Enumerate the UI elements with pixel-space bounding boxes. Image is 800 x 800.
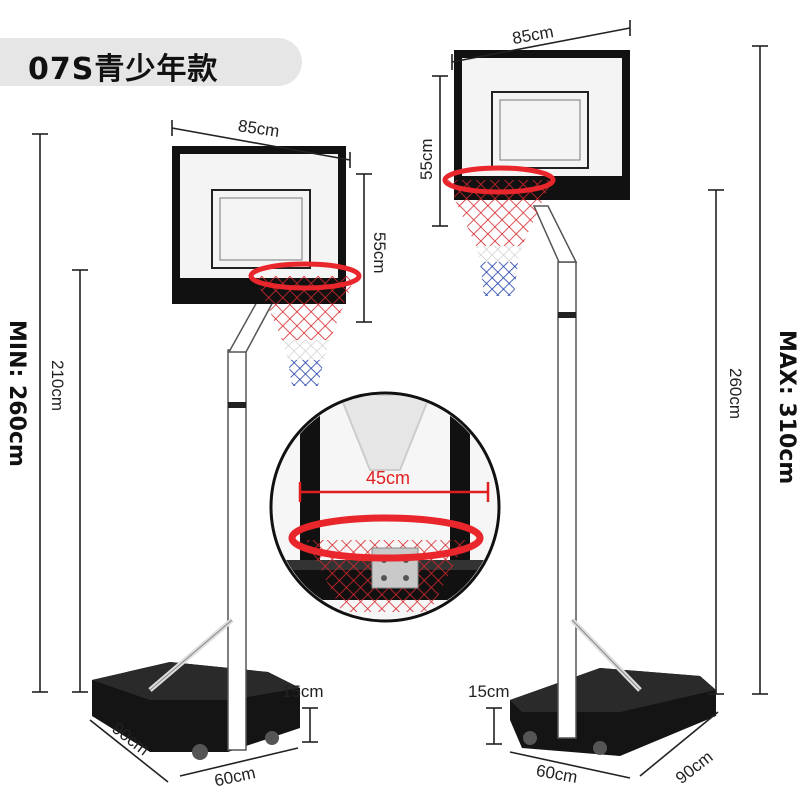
right-total-height-label: 260cm bbox=[726, 368, 745, 419]
right-max-height-label: MAX: 310cm bbox=[774, 330, 799, 484]
left-board-height-label: 55cm bbox=[370, 232, 389, 274]
right-rim bbox=[442, 165, 556, 195]
dimension-lines bbox=[32, 20, 768, 783]
right-net bbox=[446, 180, 552, 246]
rim-zoom-detail bbox=[269, 391, 501, 623]
left-net bbox=[255, 276, 355, 340]
right-hoop bbox=[442, 50, 716, 756]
left-pole bbox=[227, 349, 247, 751]
left-hoop bbox=[92, 146, 362, 760]
right-board-height-label: 55cm bbox=[417, 138, 436, 180]
rim-diameter-label: 45cm bbox=[366, 468, 410, 488]
title-banner bbox=[0, 38, 302, 86]
left-base-height-label: 15cm bbox=[282, 682, 324, 701]
right-pole bbox=[557, 261, 577, 739]
right-base-height-label: 15cm bbox=[468, 682, 510, 701]
zoom-rim bbox=[288, 514, 484, 562]
right-base-depth-label: 90cm bbox=[672, 747, 716, 788]
left-rim bbox=[248, 261, 362, 291]
left-board-width-label: 85cm bbox=[237, 116, 281, 141]
product-title: 07S青少年款 bbox=[28, 52, 219, 87]
left-min-height-label: MIN: 260cm bbox=[4, 320, 29, 467]
left-total-height-label: 210cm bbox=[48, 360, 67, 411]
